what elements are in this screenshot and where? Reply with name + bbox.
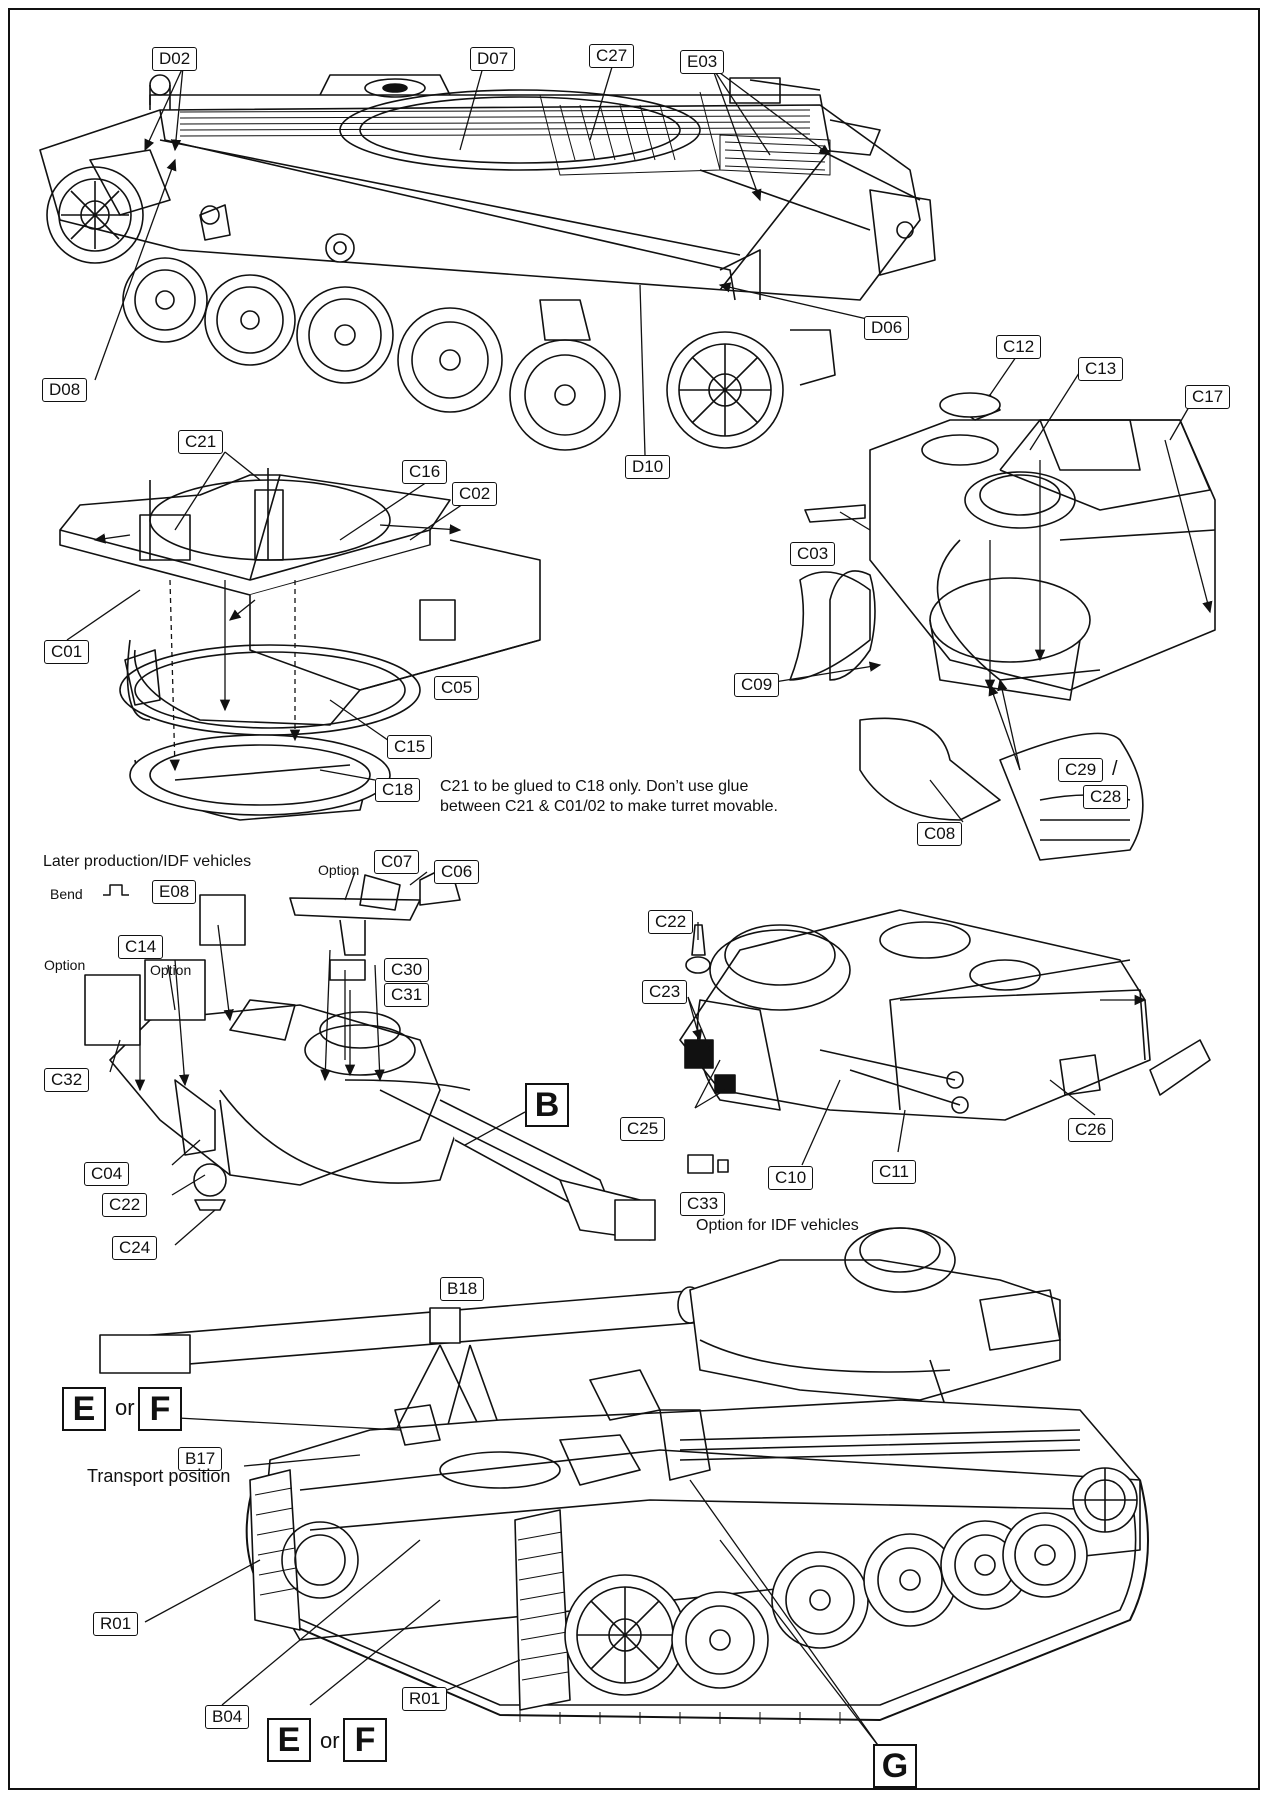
part-label-c01: C01 <box>44 640 90 664</box>
bend-symbol <box>103 884 129 896</box>
part-label-c03: C03 <box>790 542 836 566</box>
complete-tank-drawing <box>99 1227 1149 1724</box>
part-label-c13: C13 <box>1078 357 1124 381</box>
callout-e-lower: E <box>267 1718 311 1762</box>
callout-f-lower: F <box>343 1718 387 1762</box>
part-label-c06: C06 <box>434 860 480 884</box>
option-label-c14: Option <box>150 962 192 978</box>
part-label-c22-left: C22 <box>102 1193 148 1217</box>
transport-position-label: Transport position <box>87 1466 231 1486</box>
part-label-d10: D10 <box>625 455 671 479</box>
hull-upper-drawing <box>39 74 936 451</box>
callout-e-upper: E <box>62 1387 106 1431</box>
option-label-mg: Option <box>318 862 360 878</box>
part-label-c21: C21 <box>178 430 224 454</box>
part-label-c08: C08 <box>917 822 963 846</box>
part-label-c27: C27 <box>589 44 635 68</box>
part-label-r01-left: R01 <box>93 1612 139 1636</box>
part-label-c16: C16 <box>402 460 448 484</box>
part-label-c31: C31 <box>384 983 430 1007</box>
turret-assembly-drawing <box>789 392 1216 861</box>
slash-separator: / <box>1112 758 1118 780</box>
or-lower: or <box>320 1728 340 1753</box>
part-label-b04: B04 <box>205 1705 250 1729</box>
part-label-c23: C23 <box>642 980 688 1004</box>
part-label-c22-right: C22 <box>648 910 694 934</box>
callout-f-upper: F <box>138 1387 182 1431</box>
bend-label: Bend <box>50 886 83 902</box>
part-label-e08: E08 <box>152 880 197 904</box>
part-label-r01-right: R01 <box>402 1687 448 1711</box>
or-upper: or <box>115 1395 135 1420</box>
part-label-c15: C15 <box>387 735 433 759</box>
part-label-c26: C26 <box>1068 1118 1114 1142</box>
part-label-d06: D06 <box>864 316 910 340</box>
part-label-c24: C24 <box>112 1236 158 1260</box>
page-border <box>8 8 1260 1790</box>
part-label-c25: C25 <box>620 1117 666 1141</box>
part-label-c29: C29 <box>1058 758 1104 782</box>
part-label-c05: C05 <box>434 676 480 700</box>
callout-b: B <box>525 1083 569 1127</box>
option-label-c32: Option <box>44 957 86 973</box>
part-label-c09: C09 <box>734 673 780 697</box>
part-label-e03: E03 <box>680 50 725 74</box>
turret-with-mg-drawing <box>84 864 656 1241</box>
part-label-d07: D07 <box>470 47 516 71</box>
part-label-c11: C11 <box>872 1160 916 1184</box>
part-label-c02: C02 <box>452 482 498 506</box>
glue-note-line-1: C21 to be glued to C18 only. Don’t use g… <box>440 778 749 795</box>
turret-rear-drawing <box>679 909 1211 1174</box>
turret-ring-drawing <box>59 468 541 821</box>
part-label-b17: B17 <box>178 1447 223 1471</box>
part-label-c28: C28 <box>1083 785 1129 809</box>
glue-note-line-2: between C21 & C01/02 to make turret mova… <box>440 798 778 815</box>
part-label-c17: C17 <box>1185 385 1231 409</box>
part-label-d02: D02 <box>152 47 198 71</box>
part-label-c10: C10 <box>768 1166 814 1190</box>
part-label-c04: C04 <box>84 1162 130 1186</box>
part-label-b18: B18 <box>440 1277 485 1301</box>
part-label-c12: C12 <box>996 335 1042 359</box>
part-label-c32: C32 <box>44 1068 90 1092</box>
later-production-label: Later production/IDF vehicles <box>43 853 252 870</box>
part-label-c07: C07 <box>374 850 420 874</box>
part-label-c30: C30 <box>384 958 430 982</box>
part-label-c14: C14 <box>118 935 164 959</box>
callout-g: G <box>873 1744 917 1788</box>
part-label-c33: C33 <box>680 1192 726 1216</box>
part-label-c18: C18 <box>375 778 421 802</box>
part-label-d08: D08 <box>42 378 88 402</box>
option-idf-label: Option for IDF vehicles <box>696 1217 859 1234</box>
